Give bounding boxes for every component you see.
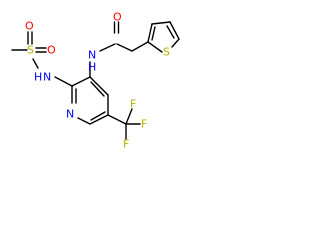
bond-pyridine-c3-c2 bbox=[71, 76, 91, 87]
carbonyl-oxygen-label: O bbox=[113, 11, 122, 24]
bond-thiophene-s-c2 bbox=[147, 41, 163, 53]
bond-pyridine-c2-sulfonamide-n bbox=[54, 76, 73, 87]
molecule-structure: O S N H O S O H N N F F F bbox=[11, 11, 180, 151]
sulfonamide-hydrogen-label: H bbox=[34, 71, 42, 84]
thiophene-sulfur-label: S bbox=[163, 46, 170, 59]
fluorine-bottom-label: F bbox=[123, 138, 129, 151]
bond-thiophene-c5-s bbox=[171, 38, 180, 48]
bond-pyridine-n-c6 bbox=[77, 117, 91, 125]
bond-thiophene-c3-c4 bbox=[151, 21, 171, 25]
sulfonamide-nitrogen-label: N bbox=[43, 71, 51, 84]
bonds bbox=[11, 21, 180, 140]
sulfonyl-oxygen-right-label: O bbox=[47, 44, 56, 57]
sulfonyl-sulfur-label: S bbox=[27, 44, 34, 57]
amide-hydrogen-label: H bbox=[88, 61, 96, 74]
bond-thiophene-c4-c5-inner bbox=[166, 25, 175, 39]
amide-nitrogen-label: N bbox=[88, 49, 96, 62]
bond-pyridine-c6-c5-inner bbox=[90, 111, 106, 121]
bond-pyridine-c4-c3 bbox=[89, 76, 109, 96]
bond-thiophene-c2-c3-inner bbox=[151, 26, 156, 41]
bond-thiophene-c2-c3 bbox=[147, 23, 153, 43]
bond-thiophene-c4-c5 bbox=[169, 21, 180, 40]
bond-sulfonamide-n-s bbox=[32, 58, 39, 69]
sulfonyl-oxygen-top-label: O bbox=[25, 20, 34, 33]
bond-amide-n-carbonyl-c bbox=[99, 43, 116, 52]
bond-pyridine-c4-c3-inner bbox=[90, 81, 105, 97]
fluorine-right-label: F bbox=[141, 118, 147, 131]
bond-pyridine-c6-c5 bbox=[89, 114, 109, 125]
fluorine-top-label: F bbox=[130, 98, 136, 111]
atom-labels: O S N H O S O H N N F F F bbox=[25, 11, 170, 151]
pyridine-nitrogen-label: N bbox=[66, 108, 74, 121]
bond-pyridine-cf3 bbox=[107, 114, 127, 125]
bond-carbonyl-c-ch2 bbox=[116, 43, 133, 52]
bond-cf3-f-top bbox=[125, 108, 133, 125]
bond-ch2-thiophene bbox=[131, 41, 149, 52]
